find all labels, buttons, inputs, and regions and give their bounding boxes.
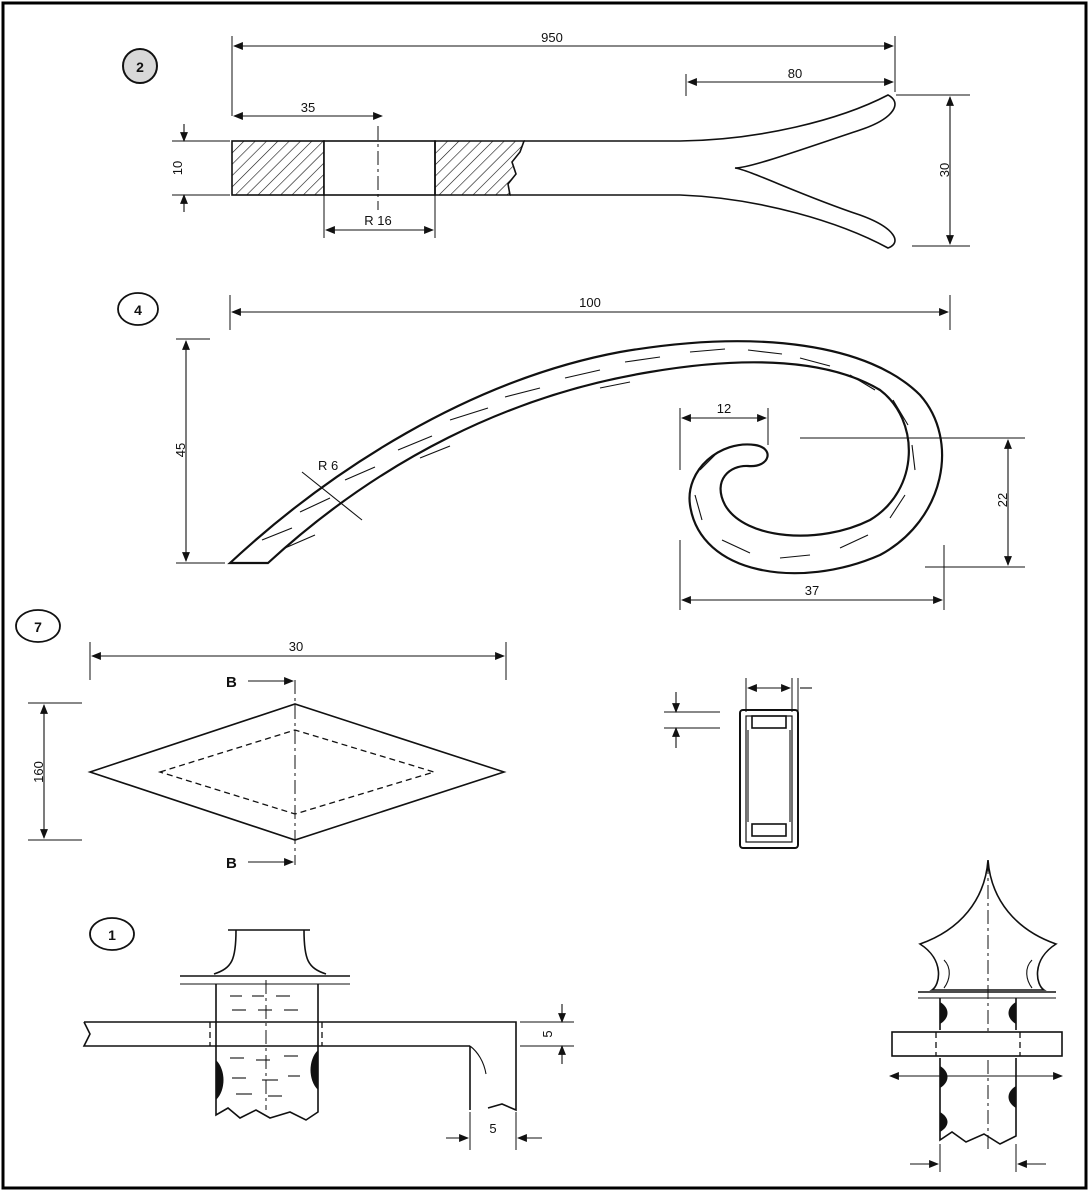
part-2-callout-circle xyxy=(122,48,158,84)
dim-left-length: 35 xyxy=(301,100,315,115)
part-2-number: 2 xyxy=(136,59,144,75)
dim-scroll-thickness: R 6 xyxy=(318,458,338,473)
part-1-rail-joint: 1 5 5 xyxy=(82,917,574,1150)
scroll-outline xyxy=(227,340,944,575)
part-7-diamond: 7 30 B B 160 xyxy=(15,609,507,872)
part-1-number: 1 xyxy=(108,927,116,943)
dim-diamond-height: 160 xyxy=(31,761,46,783)
dim-scroll-right-height: 22 xyxy=(995,493,1010,507)
section-mark-bottom: B xyxy=(226,855,237,872)
dim-hole: R 16 xyxy=(364,213,391,228)
spear-finial xyxy=(889,859,1063,1172)
dim-fork-height: 30 xyxy=(937,163,952,177)
part-4-number: 4 xyxy=(134,302,142,318)
part-7-number: 7 xyxy=(34,619,42,635)
dim-rail-thickness: 5 xyxy=(540,1030,555,1037)
part-2-hatched-break xyxy=(434,140,526,196)
dim-diamond-width: 30 xyxy=(289,639,303,654)
dim-leg-width: 5 xyxy=(489,1121,496,1136)
part-2-hatched-left xyxy=(231,140,325,196)
dim-scroll-width: 100 xyxy=(579,295,601,310)
spear-crossbar xyxy=(891,1031,1063,1057)
part-2-forked-bar: 2 950 80 35 10 R 16 xyxy=(122,30,970,249)
dim-overall-length: 950 xyxy=(541,30,563,45)
section-outline xyxy=(739,709,799,849)
diamond-outline xyxy=(87,703,507,841)
dim-left-height: 10 xyxy=(170,161,185,175)
part-4-scroll: 4 100 45 R 6 12 xyxy=(117,292,1025,610)
dim-scroll-height: 45 xyxy=(173,443,188,457)
dim-fork-length: 80 xyxy=(788,66,802,81)
dim-scroll-inner: 12 xyxy=(717,401,731,416)
section-mark-top: B xyxy=(226,674,237,691)
diamond-inner-dashed xyxy=(157,729,437,815)
dim-scroll-bottom: 37 xyxy=(805,583,819,598)
section-b-b xyxy=(664,678,812,849)
